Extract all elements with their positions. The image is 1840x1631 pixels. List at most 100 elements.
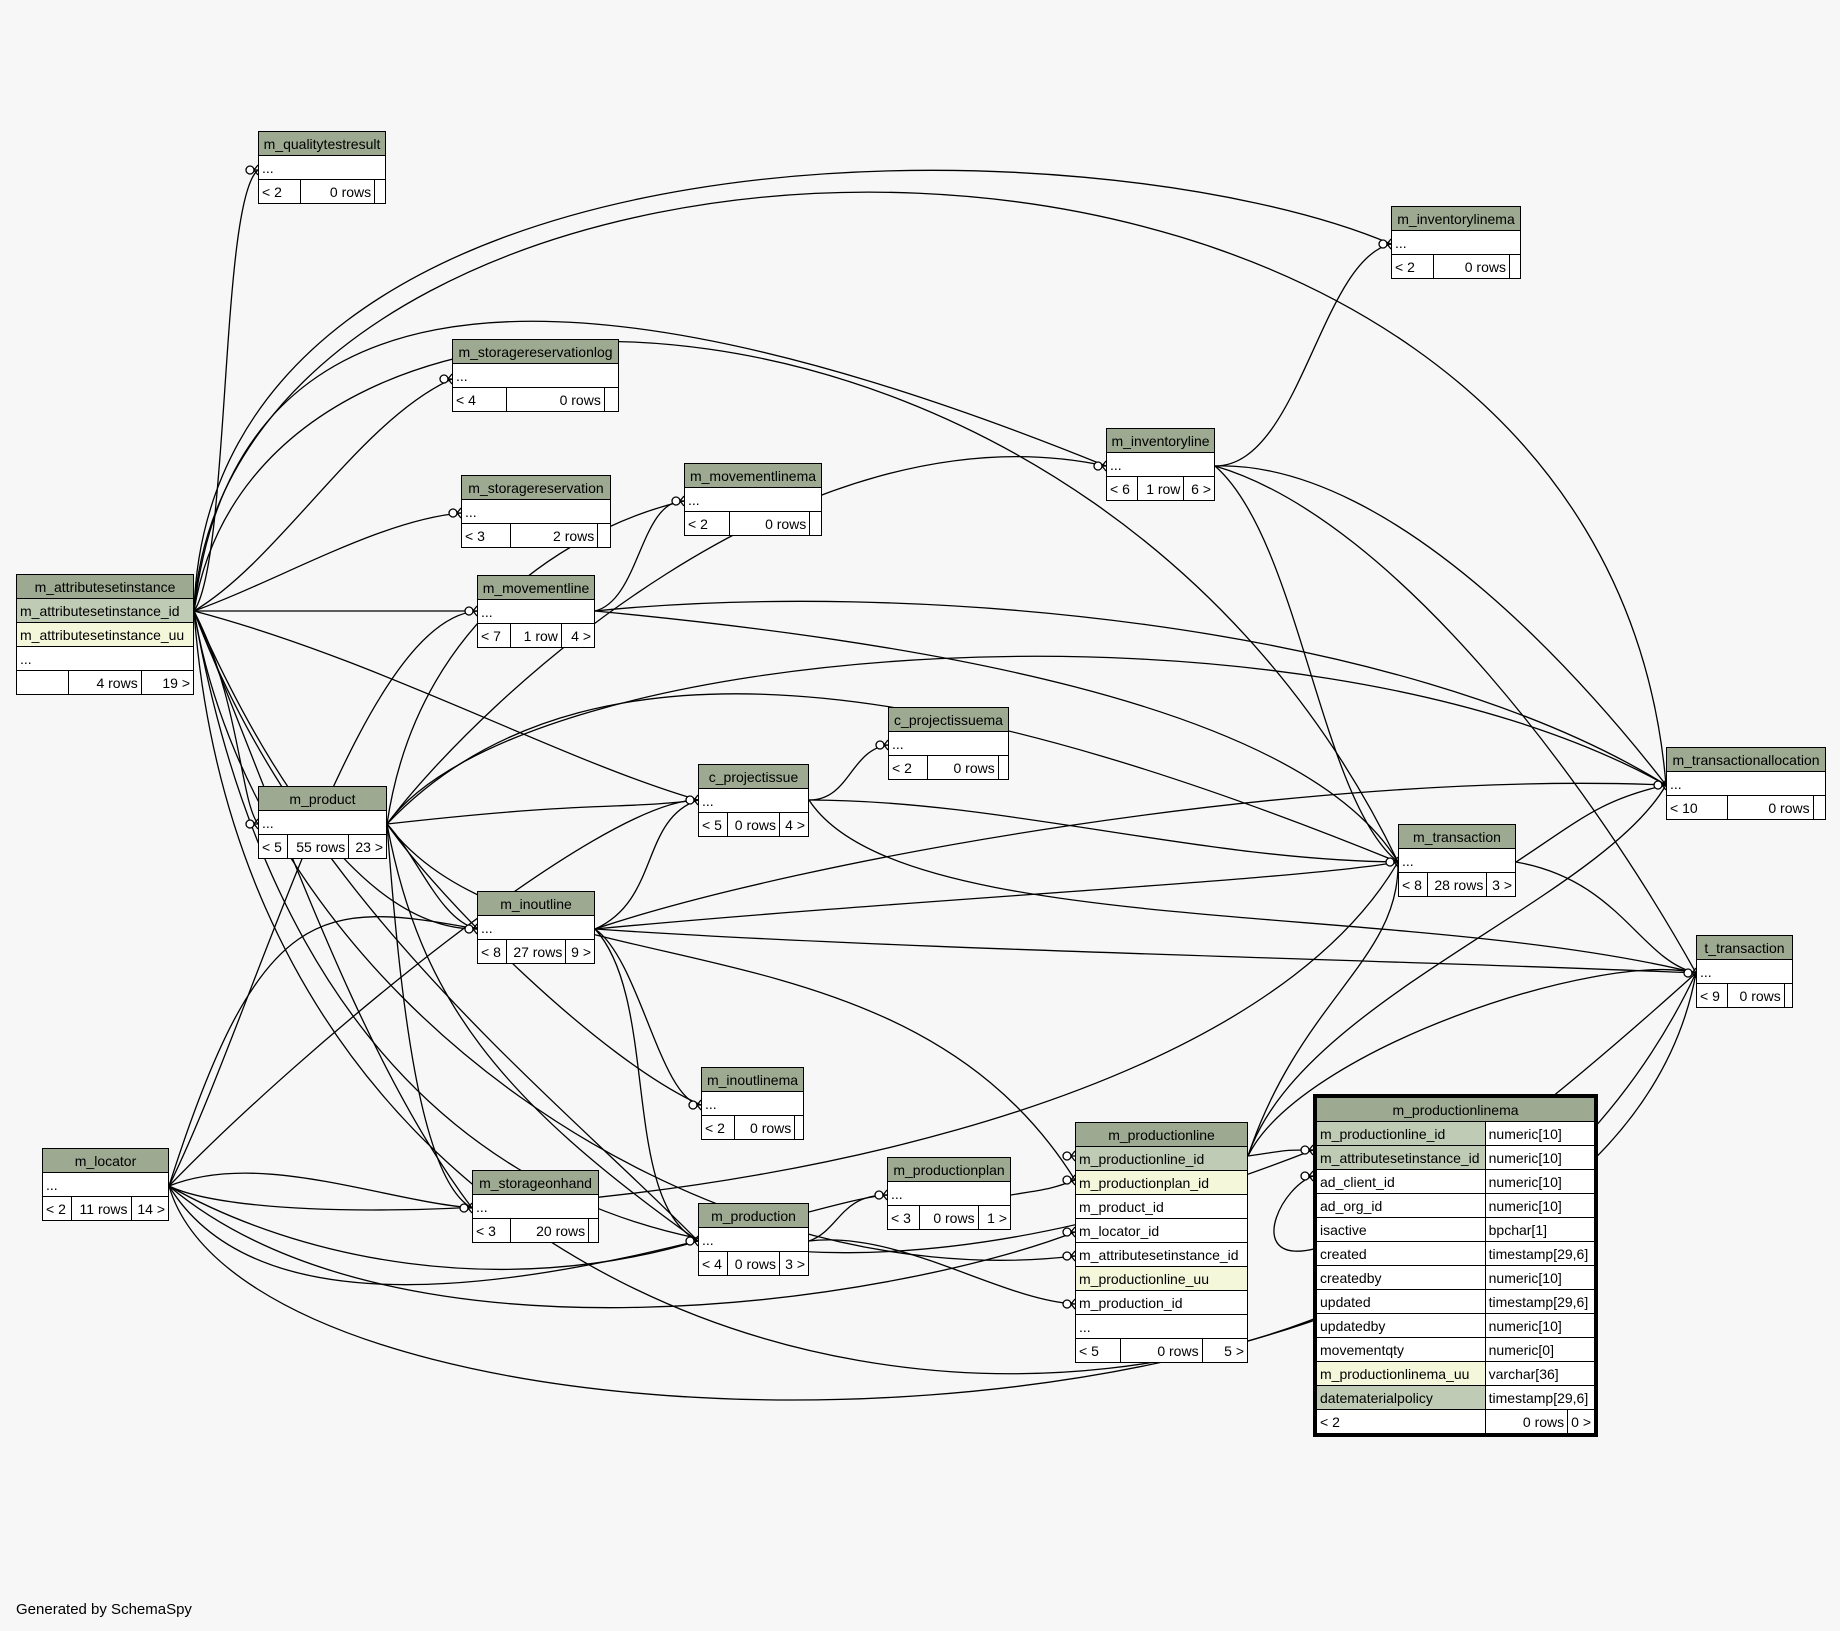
children-count[interactable]: 23 > xyxy=(348,834,387,859)
column-row: m_product_id xyxy=(1075,1194,1248,1219)
column-name: ad_org_id xyxy=(1314,1193,1486,1218)
parents-count[interactable]: < 2 xyxy=(700,1115,736,1140)
column-type: timestamp[29,6] xyxy=(1484,1385,1597,1410)
table-m_qualitytestresult[interactable]: m_qualitytestresult ... < 2 0 rows xyxy=(258,131,386,204)
parents-count[interactable]: < 6 xyxy=(1106,476,1138,501)
table-m_product[interactable]: m_product ... < 5 55 rows 23 > xyxy=(257,786,387,859)
parents-count[interactable]: < 9 xyxy=(1695,983,1729,1008)
parents-count[interactable]: < 2 xyxy=(1314,1409,1486,1436)
table-t_transaction[interactable]: t_transaction ... < 9 0 rows xyxy=(1695,935,1794,1008)
children-count[interactable]: 14 > xyxy=(130,1196,170,1221)
row-count: 0 rows xyxy=(726,812,781,837)
parents-count[interactable]: < 2 xyxy=(258,179,301,204)
table-m_production[interactable]: m_production ... < 4 0 rows 3 > xyxy=(698,1203,809,1276)
relationship-line xyxy=(594,928,702,1106)
children-count[interactable]: 3 > xyxy=(779,1251,809,1276)
children-count[interactable] xyxy=(1508,254,1522,279)
children-count[interactable] xyxy=(1783,983,1794,1008)
table-m_transactionallocation[interactable]: m_transactionallocation ... < 10 0 rows xyxy=(1665,747,1827,820)
parents-count[interactable]: < 3 xyxy=(472,1218,511,1243)
table-m_storagereservation[interactable]: m_storagereservation ... < 3 2 rows xyxy=(461,475,611,548)
column-row: ... xyxy=(1106,452,1215,477)
children-count[interactable]: 19 > xyxy=(140,670,195,695)
cardinality-marker xyxy=(448,508,458,518)
table-m_transaction[interactable]: m_transaction ... < 8 28 rows 3 > xyxy=(1398,824,1516,897)
relationship-line xyxy=(1214,465,1399,863)
children-count[interactable]: 9 > xyxy=(565,939,595,964)
children-count[interactable] xyxy=(597,523,611,548)
children-count[interactable]: 1 > xyxy=(977,1205,1012,1230)
children-count[interactable]: 5 > xyxy=(1201,1338,1249,1363)
parents-count[interactable]: < 8 xyxy=(1398,872,1428,897)
row-count: 0 rows xyxy=(299,179,376,204)
children-count[interactable] xyxy=(1812,795,1827,820)
children-count[interactable] xyxy=(997,755,1010,780)
children-count[interactable] xyxy=(603,387,620,412)
parents-count[interactable]: < 5 xyxy=(257,834,289,859)
children-count[interactable]: 4 > xyxy=(560,623,596,648)
parents-count[interactable]: < 2 xyxy=(684,511,730,536)
children-count[interactable] xyxy=(794,1115,804,1140)
children-count[interactable] xyxy=(374,179,386,204)
table-m_storageonhand[interactable]: m_storageonhand ... < 3 20 rows xyxy=(472,1170,599,1243)
relationship-line xyxy=(193,610,699,1242)
relationship-line xyxy=(168,861,1399,1211)
parents-count[interactable]: < 3 xyxy=(461,523,511,548)
table-m_productionplan[interactable]: m_productionplan ... < 3 0 rows 1 > xyxy=(886,1157,1012,1230)
table-m_inoutlinema[interactable]: m_inoutlinema ... < 2 0 rows xyxy=(700,1067,804,1140)
table-c_projectissue[interactable]: c_projectissue ... < 5 0 rows 4 > xyxy=(698,764,809,837)
crows-foot-marker xyxy=(1101,460,1107,472)
children-count[interactable]: 0 > xyxy=(1567,1409,1597,1436)
table-title: m_movementlinema xyxy=(684,463,822,488)
column-type: numeric[0] xyxy=(1484,1337,1597,1362)
relationship-line xyxy=(594,928,699,1242)
row-count: 0 rows xyxy=(927,755,999,780)
row-count: 0 rows xyxy=(919,1205,979,1230)
table-title: m_movementline xyxy=(477,575,595,600)
children-count[interactable]: 4 > xyxy=(779,812,809,837)
parents-count[interactable]: < 5 xyxy=(698,812,728,837)
parents-count[interactable]: < 2 xyxy=(887,755,929,780)
crows-foot-marker xyxy=(467,1202,473,1214)
table-m_storagereservationlog[interactable]: m_storagereservationlog ... < 4 0 rows xyxy=(451,339,620,412)
parents-count[interactable]: < 4 xyxy=(451,387,508,412)
table-m_inventoryline[interactable]: m_inventoryline ... < 6 1 row 6 > xyxy=(1106,428,1215,501)
table-title: m_production xyxy=(698,1203,809,1228)
relationship-line xyxy=(594,799,699,930)
column-type: numeric[10] xyxy=(1484,1193,1597,1218)
parents-count[interactable]: < 2 xyxy=(1390,254,1435,279)
parents-count[interactable]: < 7 xyxy=(476,623,512,648)
relationship-line xyxy=(1214,243,1392,467)
children-count[interactable]: 3 > xyxy=(1486,872,1516,897)
table-m_movementline[interactable]: m_movementline ... < 7 1 row 4 > xyxy=(476,575,596,648)
parents-count[interactable]: < 8 xyxy=(477,939,507,964)
table-m_attributesetinstance[interactable]: m_attributesetinstance m_attributesetins… xyxy=(16,574,195,695)
table-m_inventorylinema[interactable]: m_inventorylinema ... < 2 0 rows xyxy=(1390,206,1522,279)
parents-count[interactable]: < 5 xyxy=(1074,1338,1122,1363)
parents-count[interactable]: < 4 xyxy=(698,1251,728,1276)
parents-count[interactable] xyxy=(16,670,69,695)
children-count[interactable] xyxy=(588,1218,599,1243)
table-m_inoutline[interactable]: m_inoutline ... < 8 27 rows 9 > xyxy=(477,891,595,964)
crows-foot-marker xyxy=(696,1099,702,1111)
parents-count[interactable]: < 2 xyxy=(41,1196,73,1221)
children-count[interactable] xyxy=(809,511,822,536)
column-row: ... xyxy=(684,487,822,512)
table-c_projectissuema[interactable]: c_projectissuema ... < 2 0 rows xyxy=(887,707,1010,780)
column-row: ... xyxy=(258,155,386,180)
table-m_productionline[interactable]: m_productionline m_productionline_id m_p… xyxy=(1074,1122,1249,1363)
cardinality-marker xyxy=(464,924,474,934)
relationship-line xyxy=(386,799,699,825)
children-count[interactable]: 6 > xyxy=(1183,476,1215,501)
generated-by-credit: Generated by SchemaSpy xyxy=(16,1601,192,1618)
crows-foot-marker xyxy=(1070,1174,1076,1186)
table-m_locator[interactable]: m_locator ... < 2 11 rows 14 > xyxy=(41,1148,170,1221)
parents-count[interactable]: < 3 xyxy=(886,1205,921,1230)
column-type: bpchar[1] xyxy=(1484,1217,1597,1242)
column-type: timestamp[29,6] xyxy=(1484,1241,1597,1266)
column-type: numeric[10] xyxy=(1484,1145,1597,1170)
parents-count[interactable]: < 10 xyxy=(1665,795,1729,820)
table-m_movementlinema[interactable]: m_movementlinema ... < 2 0 rows xyxy=(684,463,822,536)
table-title: m_product xyxy=(258,786,387,811)
